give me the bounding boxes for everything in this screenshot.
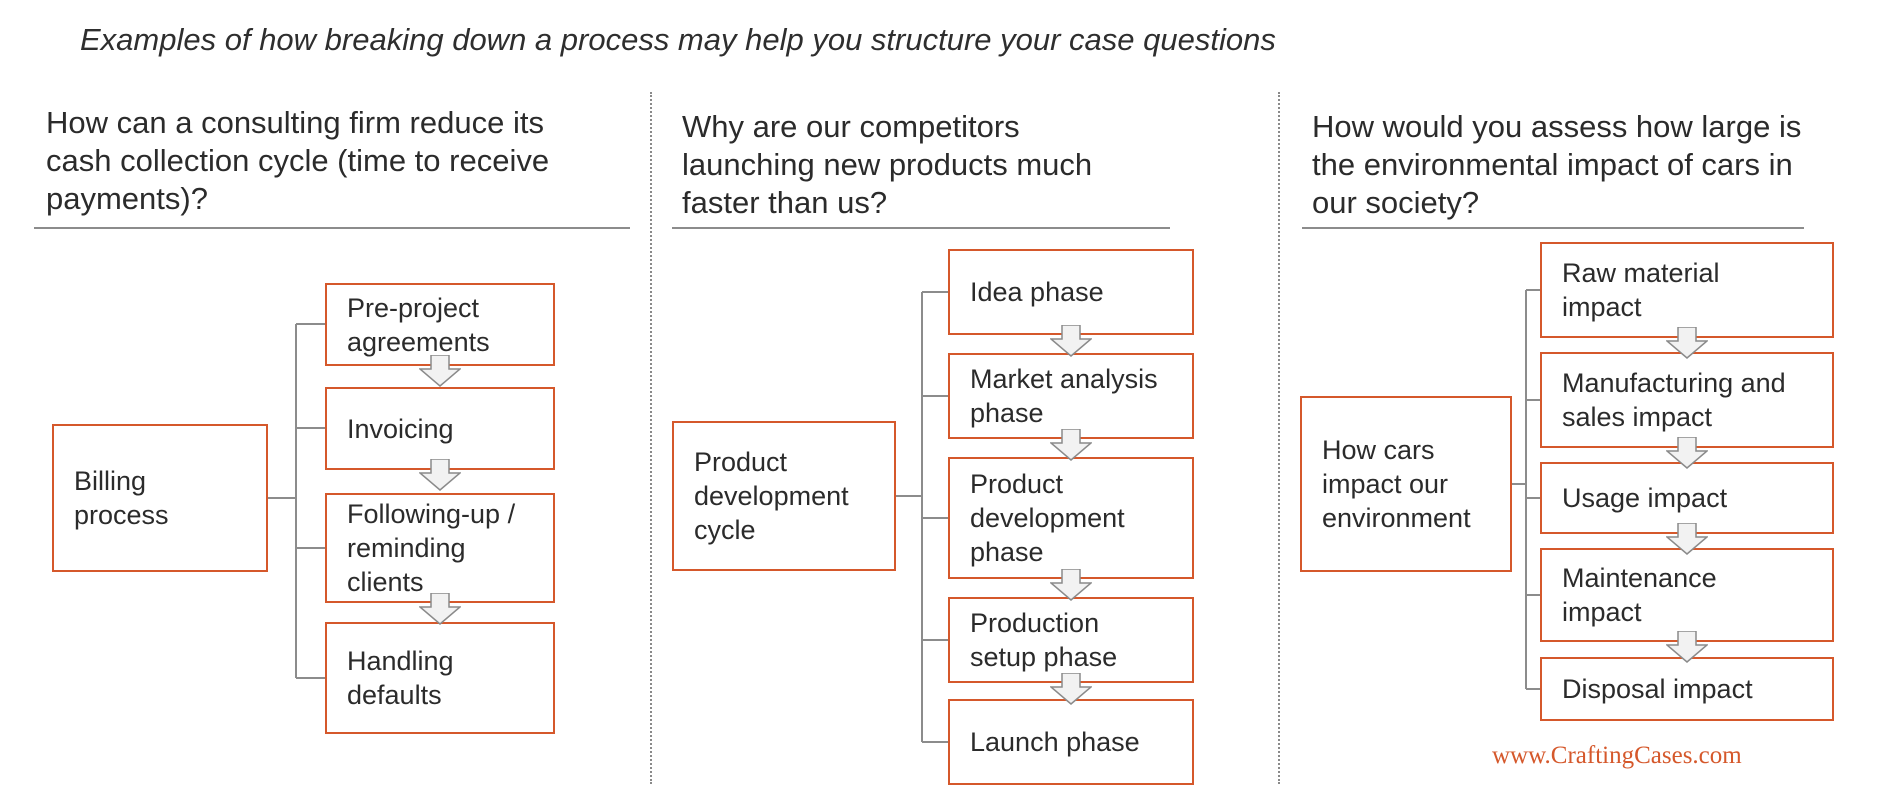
page-title: Examples of how breaking down a process … <box>80 22 1276 57</box>
step-box: Disposal impact <box>1540 657 1834 721</box>
step-label: Idea phase <box>970 277 1104 307</box>
step-label: Pre-project agreements <box>347 292 490 357</box>
down-arrow-icon <box>1666 437 1708 469</box>
down-arrow-icon <box>1050 325 1092 357</box>
step-label: Production setup phase <box>970 608 1118 672</box>
step-label: Product development phase <box>970 469 1125 567</box>
step-label: Disposal impact <box>1562 674 1753 704</box>
step-label: Following-up / reminding clients <box>347 499 516 597</box>
down-arrow-icon <box>1050 673 1092 705</box>
step-box: Invoicing <box>325 387 555 470</box>
root-box: Product development cycle <box>672 421 896 571</box>
column-separator <box>1278 92 1280 784</box>
step-label: Market analysis phase <box>970 364 1158 428</box>
column-separator <box>650 92 652 784</box>
root-label: Product development cycle <box>694 447 849 545</box>
question-underline <box>1302 227 1804 229</box>
step-box: Idea phase <box>948 249 1194 335</box>
down-arrow-icon <box>1666 631 1708 663</box>
step-box: Production setup phase <box>948 597 1194 683</box>
website-link[interactable]: www.CraftingCases.com <box>1492 742 1742 769</box>
step-box: Manufacturing and sales impact <box>1540 352 1834 448</box>
step-label: Maintenance impact <box>1562 563 1717 627</box>
root-box: How cars impact our environment <box>1300 396 1512 572</box>
step-label: Raw material impact <box>1562 258 1720 322</box>
down-arrow-icon <box>1050 429 1092 461</box>
down-arrow-icon <box>1666 523 1708 555</box>
step-label: Invoicing <box>347 413 454 444</box>
root-label: How cars impact our environment <box>1322 435 1471 533</box>
down-arrow-icon <box>1666 327 1708 359</box>
question-3: How would you assess how large is the en… <box>1312 109 1802 220</box>
step-label: Handling defaults <box>347 646 454 710</box>
step-box: Market analysis phase <box>948 353 1194 439</box>
step-label: Manufacturing and sales impact <box>1562 368 1786 432</box>
step-box: Handling defaults <box>325 622 555 734</box>
root-label: Billing process <box>74 466 169 530</box>
step-box: Product development phase <box>948 457 1194 579</box>
down-arrow-icon <box>1050 569 1092 601</box>
down-arrow-icon <box>419 593 461 625</box>
question-underline <box>34 227 630 229</box>
step-box: Pre-project agreements <box>325 283 555 366</box>
step-box: Following-up / reminding clients <box>325 493 555 603</box>
down-arrow-icon <box>419 355 461 387</box>
step-box: Launch phase <box>948 699 1194 785</box>
question-2: Why are our competitors launching new pr… <box>682 109 1093 220</box>
step-box: Usage impact <box>1540 462 1834 534</box>
step-label: Launch phase <box>970 727 1140 757</box>
question-1: How can a consulting firm reduce its cas… <box>46 105 550 216</box>
step-box: Maintenance impact <box>1540 548 1834 642</box>
step-box: Raw material impact <box>1540 242 1834 338</box>
down-arrow-icon <box>419 459 461 491</box>
question-underline <box>672 227 1170 229</box>
step-label: Usage impact <box>1562 483 1728 513</box>
root-box: Billing process <box>52 424 268 572</box>
